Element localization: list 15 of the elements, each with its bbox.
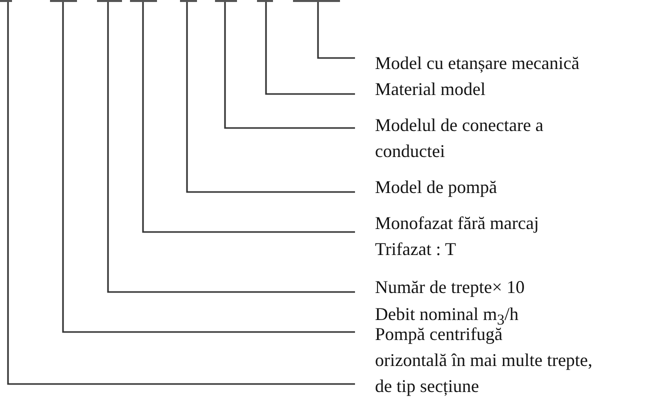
label-text: Număr de trepte× 10 <box>375 274 525 300</box>
label-text: Model cu etanșare mecanică <box>375 50 580 76</box>
leader-line <box>62 2 355 333</box>
leader-line <box>186 2 355 193</box>
leader-line <box>265 2 355 95</box>
leader-line <box>107 2 355 293</box>
leader-line <box>7 2 355 385</box>
label-text: Modelul de conectare a conductei <box>375 112 544 164</box>
leader-line <box>142 2 355 233</box>
label-text: Trifazat : T <box>375 238 457 261</box>
label-text: Material model <box>375 76 486 102</box>
leader-line <box>317 2 355 59</box>
label-text: Monofazat fără marcaj <box>375 212 539 235</box>
label-text: Model de pompă <box>375 174 497 200</box>
leader-line <box>224 2 355 129</box>
